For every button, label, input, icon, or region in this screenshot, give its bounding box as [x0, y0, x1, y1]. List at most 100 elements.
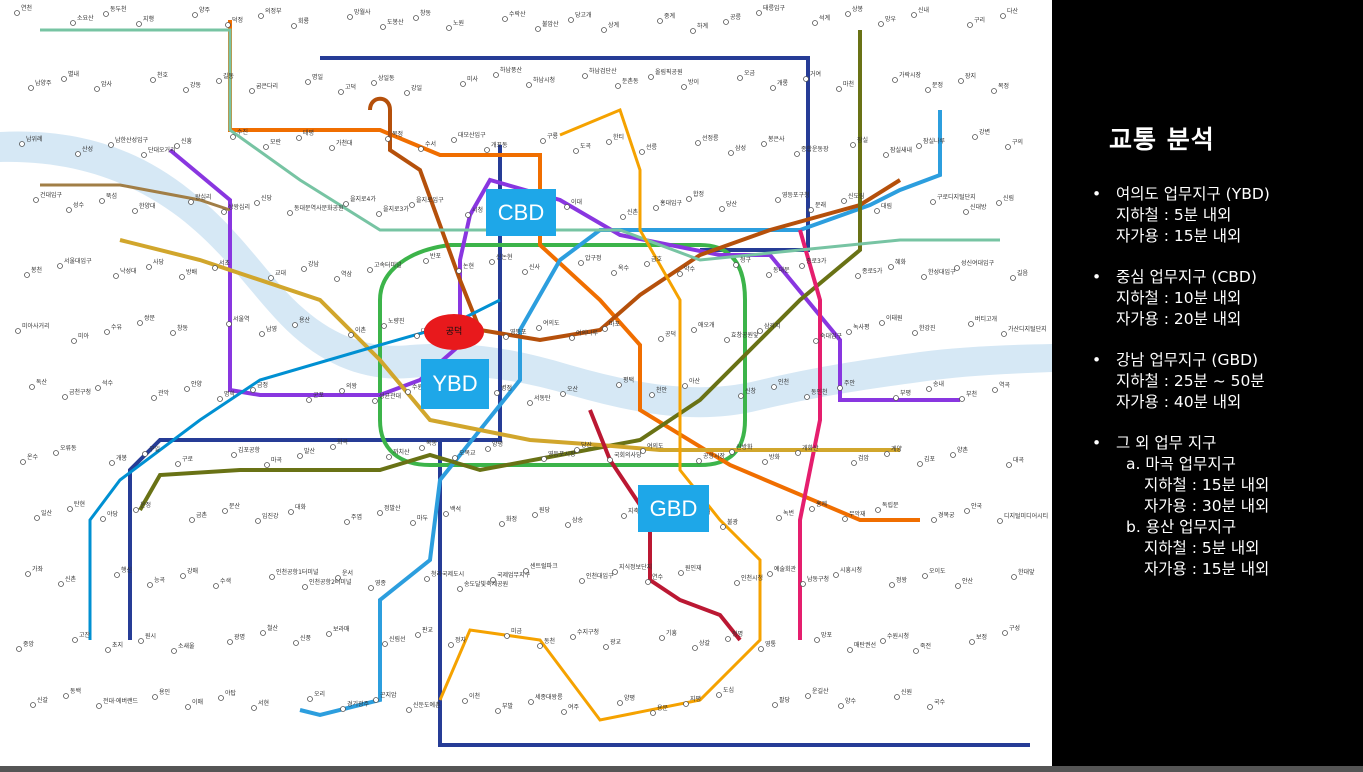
station-label: 태릉입구	[763, 4, 786, 12]
station-dot	[409, 202, 415, 208]
station-dot	[733, 262, 739, 268]
station-label: 능곡	[154, 577, 166, 584]
station-dot	[250, 387, 256, 393]
item-heading: 강남 업무지구 (GBD)	[1116, 351, 1259, 369]
station-label: 인천시청	[741, 574, 763, 582]
station-dot	[541, 456, 547, 462]
station-dot	[418, 146, 424, 152]
station-dot	[996, 200, 1002, 206]
station-dot	[682, 383, 688, 389]
station-label: 산성	[82, 145, 93, 153]
station-dot	[344, 519, 350, 525]
station-label: 용산	[299, 316, 311, 324]
station-dot	[812, 20, 818, 26]
station-dot	[419, 445, 425, 451]
station-label: 평택	[623, 376, 634, 384]
station-label: 광교	[610, 639, 622, 646]
station-dot	[423, 258, 429, 264]
station-dot	[930, 199, 936, 205]
station-label: 논현	[463, 262, 474, 270]
station-label: 동천	[544, 637, 555, 645]
station-dot	[371, 80, 377, 86]
station-dot	[659, 635, 665, 641]
station-label: 한티	[613, 133, 624, 141]
station-label: 복정	[998, 83, 1009, 90]
station-dots	[14, 10, 1017, 716]
station-label: 시청	[472, 207, 483, 214]
station-label: 홍제	[816, 500, 827, 508]
station-dot	[775, 197, 781, 203]
station-dot	[231, 452, 237, 458]
station-dot	[58, 581, 64, 587]
station-dot	[367, 267, 373, 273]
station-dot	[413, 15, 419, 21]
station-label: 한성대입구	[928, 268, 956, 276]
station-dot	[348, 332, 354, 338]
station-label: 신풍	[300, 634, 312, 642]
station-dot	[485, 446, 491, 452]
station-label: 운정	[140, 502, 151, 509]
station-dot	[650, 710, 656, 716]
analysis-list: • 여의도 업무지구 (YBD) 지하철 : 5분 내외 자가용 : 15분 내…	[1072, 184, 1362, 600]
target-site-marker: 공덕	[424, 314, 484, 350]
station-dot	[382, 641, 388, 647]
station-dot	[179, 274, 185, 280]
station-label: 인천공항2터미널	[309, 578, 351, 586]
station-label: 성균관대	[379, 392, 401, 400]
station-dot	[719, 206, 725, 212]
station-dot	[212, 265, 218, 271]
station-dot	[931, 517, 937, 523]
station-label: 신창	[745, 387, 757, 395]
station-dot	[495, 708, 501, 714]
station-dot	[259, 331, 265, 337]
station-dot	[991, 88, 997, 94]
station-dot	[653, 205, 659, 211]
station-dot	[766, 272, 772, 278]
station-dot	[955, 583, 961, 589]
station-label: 오금	[744, 70, 756, 77]
station-dot	[522, 269, 528, 275]
station-label: 서현	[258, 699, 269, 707]
station-label: 상계	[608, 21, 619, 29]
station-label: 야당	[107, 510, 119, 518]
gbd-label: GBD	[638, 485, 709, 532]
station-dot	[288, 509, 294, 515]
station-label: 회룡	[298, 17, 310, 25]
station-label: 도봉산	[387, 18, 404, 26]
item-subway-time: 지하철 : 10분 내외	[1116, 289, 1242, 307]
station-label: 남한산성입구	[115, 136, 149, 144]
station-label: 봉은사	[768, 135, 785, 143]
station-dot	[696, 458, 702, 464]
station-dot	[878, 21, 884, 27]
station-dot	[291, 23, 297, 29]
station-label: 금천구청	[69, 388, 91, 396]
station-label: 구일	[149, 445, 160, 453]
station-label: 여의나루	[576, 329, 599, 337]
station-dot	[528, 699, 534, 705]
station-dot	[15, 328, 21, 334]
station-label: 구로디지털단지	[937, 193, 976, 201]
station-label: 개포동	[491, 141, 508, 149]
station-label: 거여	[810, 70, 821, 78]
station-label: 강남	[308, 260, 320, 268]
station-dot	[305, 79, 311, 85]
station-label: 선정릉	[702, 134, 719, 142]
station-label: 길동	[223, 72, 235, 80]
station-dot	[561, 709, 567, 715]
station-dot	[611, 270, 617, 276]
station-label: 용인	[159, 689, 170, 696]
station-label: 압구정	[585, 254, 602, 262]
station-label: 복정	[392, 131, 403, 138]
station-dot	[63, 693, 69, 699]
station-label: 광명	[234, 633, 245, 641]
station-label: 개화산	[802, 444, 819, 452]
station-label: 양주	[199, 6, 211, 14]
station-dot	[142, 451, 148, 457]
station-label: 관악	[158, 389, 170, 397]
station-label: 오목교	[459, 450, 476, 457]
station-label: 이천	[469, 692, 480, 700]
bullet: •	[1092, 268, 1102, 286]
station-dot	[537, 643, 543, 649]
station-label: 옥수	[618, 265, 630, 272]
station-dot	[808, 207, 814, 213]
